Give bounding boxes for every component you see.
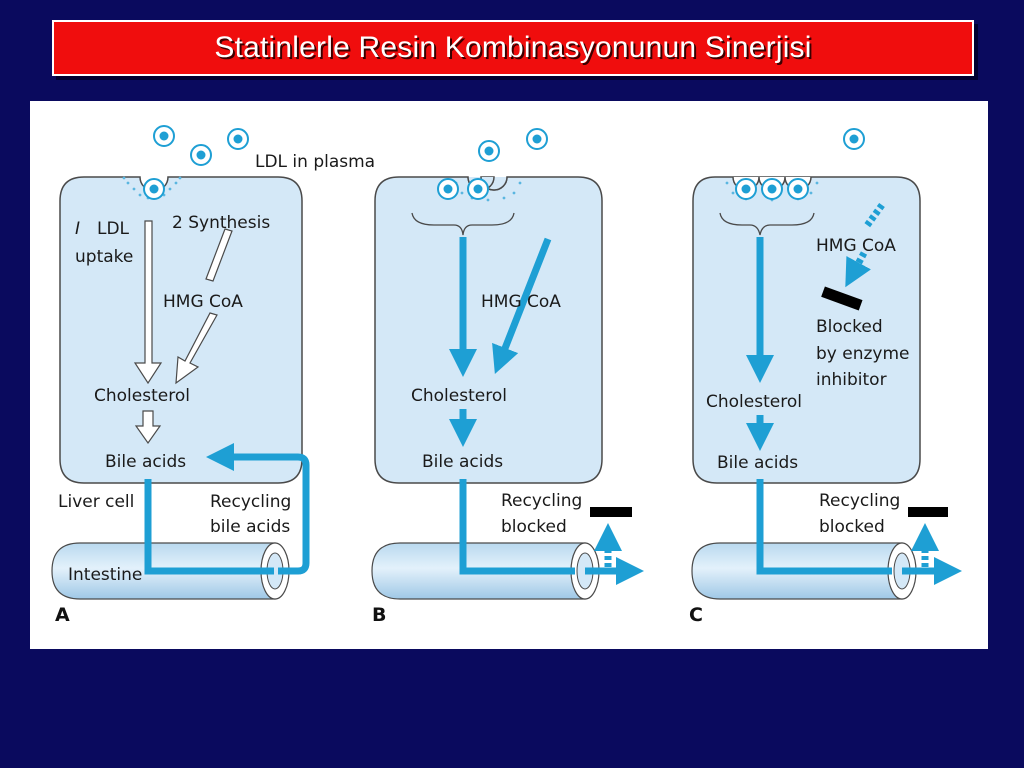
statin-resin-diagram: LDL in plasma I LDL uptake 2 Synthesis H… (51, 125, 962, 626)
uptake-brace-c (719, 212, 815, 236)
ldl-particle (843, 128, 865, 150)
blocked-label: Blocked (816, 317, 883, 337)
bile-acids-label-c: Bile acids (717, 453, 798, 473)
recycling-blocked-label-b: blocked (501, 517, 567, 537)
intestine-label: Intestine (68, 565, 142, 585)
figure-panel: LDL in plasma I LDL uptake 2 Synthesis H… (30, 101, 988, 649)
bile-excretion-path-b (459, 479, 575, 575)
hmg-coa-label-b: HMG CoA (481, 292, 561, 312)
ldl-label: LDL (97, 219, 130, 239)
ldl-particle (478, 140, 500, 162)
hmg-coa-label-c: HMG CoA (816, 236, 896, 256)
cholesterol-label-a: Cholesterol (94, 386, 190, 406)
cholesterol-label-c: Cholesterol (706, 392, 802, 412)
bile-excretion-path-a (144, 479, 274, 575)
recycling-label-a: Recycling (210, 492, 291, 512)
liver-cell-a (59, 176, 303, 484)
ldl-particle (437, 178, 459, 200)
panel-c: HMG CoA Blocked by enzyme inhibitor Chol… (689, 128, 962, 626)
ldl-particle (467, 178, 489, 200)
liver-cell-b (374, 176, 603, 484)
ldl-particle (761, 178, 783, 200)
recycling-label-b: Recycling (501, 491, 582, 511)
synthesis-label: 2 Synthesis (172, 213, 270, 233)
panel-b: HMG CoA Cholesterol Bile acids Recycling… (371, 128, 644, 626)
slide-title: Statinlerle Resin Kombinasyonunun Sinerj… (214, 31, 812, 64)
bile-excretion-path-c (756, 479, 892, 575)
ldl-in-plasma-label: LDL in plasma (255, 152, 375, 172)
panel-a-letter: A (55, 604, 70, 626)
recycling-loop-a (206, 443, 310, 575)
ldl-particle (787, 178, 809, 200)
synthesis-arrow-lower (175, 312, 218, 385)
ldl-particle (526, 128, 548, 150)
uptake-label: uptake (75, 247, 133, 267)
ldl-particle (190, 144, 212, 166)
hmg-coa-label-a: HMG CoA (163, 292, 243, 312)
synthesis-arrow-upper (205, 228, 233, 282)
recycling-bile-acids-label: bile acids (210, 517, 290, 537)
synthesis-arrow-b (492, 237, 552, 375)
resin-block-c (908, 507, 948, 517)
bile-acids-label-a: Bile acids (105, 452, 186, 472)
recycling-label-c: Recycling (819, 491, 900, 511)
ldl-particle (143, 178, 165, 200)
by-enzyme-label: by enzyme (816, 344, 910, 364)
step-1-number: I (75, 219, 80, 239)
recycling-blocked-label-c: blocked (819, 517, 885, 537)
hmg-dashed-upper-c (863, 202, 885, 230)
panel-c-letter: C (689, 604, 703, 626)
inhibitor-label: inhibitor (816, 370, 887, 390)
ldl-uptake-arrow (133, 220, 163, 385)
cholesterol-to-bile-arrow-a (134, 410, 162, 445)
ldl-particle (735, 178, 757, 200)
coated-pit-a (122, 176, 182, 200)
panel-b-letter: B (372, 604, 386, 626)
bile-acids-label-b: Bile acids (422, 452, 503, 472)
resin-block-b (590, 507, 632, 517)
ldl-particle (227, 128, 249, 150)
uptake-brace-b (411, 212, 515, 236)
enzyme-inhibitor-block (821, 286, 863, 311)
ldl-particle (153, 125, 175, 147)
liver-cell-label: Liver cell (58, 492, 134, 512)
cholesterol-label-b: Cholesterol (411, 386, 507, 406)
slide-title-bar: Statinlerle Resin Kombinasyonunun Sinerj… (52, 20, 974, 76)
panel-a: LDL in plasma I LDL uptake 2 Synthesis H… (51, 125, 375, 626)
